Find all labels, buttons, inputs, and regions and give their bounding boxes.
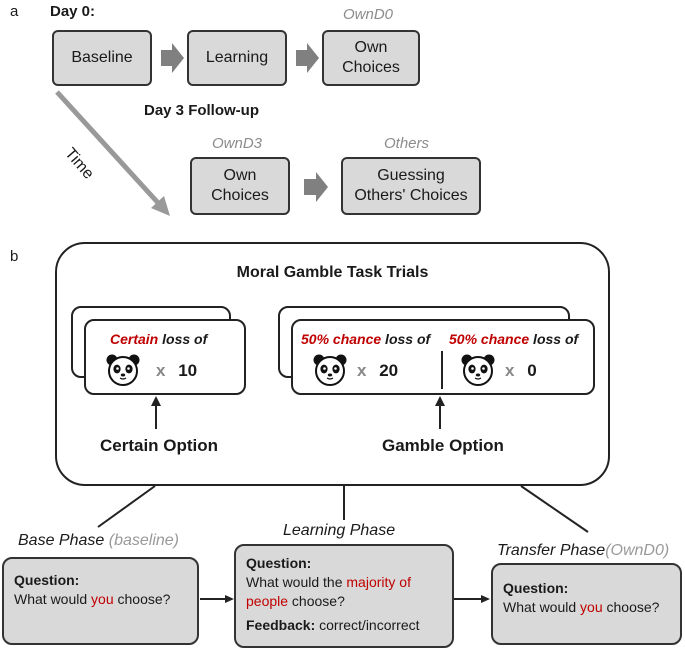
panel-b-letter: b (10, 248, 19, 265)
gamble-left-red: 50% chance (301, 331, 382, 347)
guessing-box: Guessing Others' Choices (341, 157, 481, 215)
gamble-right-heading: 50% chance loss of (449, 331, 578, 347)
learning-label: Learning (205, 49, 269, 66)
guessing-label: Guessing Others' Choices (354, 167, 468, 204)
learning-phase-title: Learning Phase (283, 522, 396, 539)
gamble-left-amount-value: 20 (379, 361, 399, 380)
certain-card: Certain loss of x 10 (84, 319, 246, 395)
multiply-sign: x (156, 361, 166, 380)
panda-icon (106, 354, 140, 386)
others-label: Others (384, 135, 430, 152)
panda-icon (313, 354, 347, 386)
learning-q-people: people (246, 593, 289, 609)
learning-feedback: Feedback: correct/incorrect (246, 616, 442, 635)
base-q-pre: What would (14, 591, 92, 607)
block-arrow-icon (161, 43, 184, 73)
learning-phase-box: Question: What would the majority of peo… (234, 544, 454, 648)
own-choices-box-day3: Own Choices (190, 157, 290, 215)
ownd3-label: OwnD3 (212, 135, 263, 152)
learning-q-majority: majority of (346, 574, 411, 590)
base-q-you: you (91, 591, 114, 607)
learning-box: Learning (187, 30, 287, 86)
gamble-card: 50% chance loss of 50% chance loss of x … (291, 319, 595, 395)
learning-feedback-text: correct/incorrect (315, 617, 420, 633)
base-q-post: choose? (113, 591, 171, 607)
learning-q-pre: What would the (246, 574, 347, 590)
certain-red-text: Certain (110, 331, 159, 347)
transfer-phase-title: Transfer Phase(OwnD0) (497, 542, 669, 560)
day0-label: Day 0: (50, 3, 96, 20)
multiply-sign: x (505, 361, 515, 380)
panel-a-arrows (55, 43, 328, 216)
certain-card-heading: Certain loss of (110, 331, 207, 347)
gamble-right-loss: loss of (529, 331, 579, 347)
block-arrow-icon (296, 43, 319, 73)
certain-amount-value: 10 (178, 361, 198, 380)
transfer-q-pre: What would (503, 599, 581, 615)
certain-loss-text: loss of (158, 331, 208, 347)
transfer-phase-tag: (OwnD0) (605, 542, 670, 559)
task-trials-title: Moral Gamble Task Trials (236, 264, 429, 281)
task-trials-container (55, 242, 610, 486)
baseline-label: Baseline (71, 49, 133, 66)
gamble-right-amount: x 0 (505, 361, 537, 381)
transfer-q-post: choose? (602, 599, 660, 615)
arrowhead-icon (435, 396, 445, 406)
ownd0-label: OwnD0 (343, 6, 394, 23)
transfer-question-label: Question: (503, 580, 569, 596)
day3-label: Day 3 Follow-up (144, 102, 260, 119)
baseline-box: Baseline (52, 30, 152, 86)
multiply-sign: x (357, 361, 367, 380)
learning-feedback-label: Feedback: (246, 617, 316, 633)
learning-q-post: choose? (288, 593, 345, 609)
certain-option-label: Certain Option (100, 436, 219, 455)
base-question-label: Question: (14, 572, 80, 588)
base-phase-box: Question: What would you choose? (2, 557, 199, 645)
panda-icon (461, 354, 495, 386)
own-choices-box-day0: Own Choices (322, 30, 420, 86)
transfer-question-text: What would you choose? (503, 598, 670, 617)
arrowhead-icon (151, 396, 161, 406)
time-arrow-line (55, 90, 162, 207)
gamble-left-loss: loss of (381, 331, 431, 347)
transfer-q-you: you (580, 599, 603, 615)
base-phase-title: Base Phase (baseline) (18, 532, 179, 550)
arrowhead-icon (225, 595, 234, 603)
base-phase-name: Base Phase (18, 532, 105, 549)
block-arrow-icon (304, 172, 328, 202)
gamble-left-heading: 50% chance loss of (301, 331, 430, 347)
learning-question-text: What would the majority of people choose… (246, 573, 442, 611)
gamble-right-red: 50% chance (449, 331, 530, 347)
own-choices-label-day3: Own Choices (211, 167, 269, 204)
learning-question-label: Question: (246, 555, 312, 571)
gamble-left-amount: x 20 (357, 361, 398, 381)
arrowhead-icon (481, 595, 490, 603)
own-choices-label-day0: Own Choices (342, 39, 400, 76)
panel-a-letter: a (10, 3, 19, 20)
gamble-divider (441, 351, 443, 389)
time-arrowhead-icon (151, 196, 170, 216)
base-question-text: What would you choose? (14, 590, 187, 609)
base-phase-tag: (baseline) (108, 532, 179, 549)
transfer-phase-name: Transfer Phase (497, 542, 606, 559)
gamble-option-label: Gamble Option (382, 436, 504, 455)
transfer-phase-box: Question: What would you choose? (491, 563, 682, 645)
certain-amount: x 10 (156, 361, 197, 381)
gamble-right-amount-value: 0 (527, 361, 537, 380)
